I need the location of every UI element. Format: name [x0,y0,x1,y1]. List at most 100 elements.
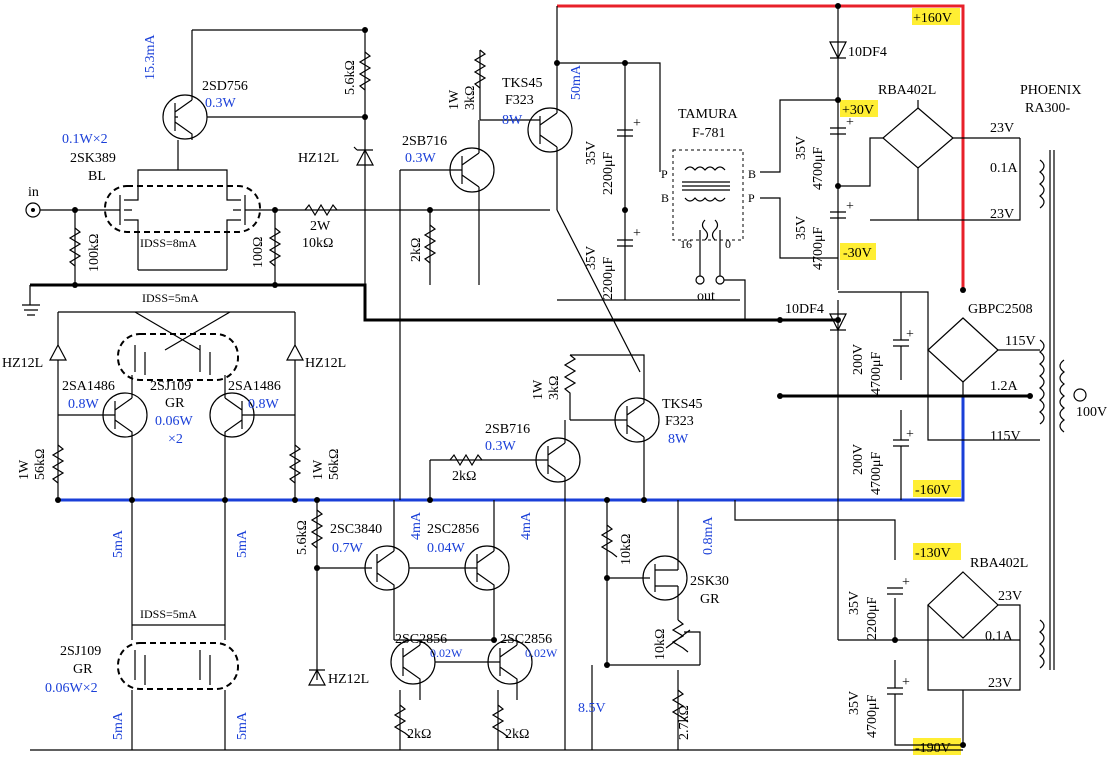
opt-model: F-781 [692,126,725,141]
svg-text:3kΩ: 3kΩ [463,86,478,110]
diode-10df4-top [829,41,847,60]
svg-text:+: + [902,675,910,690]
svg-text:2200μF: 2200μF [601,151,616,195]
svg-text:0.8mA: 0.8mA [701,516,716,555]
q1-current: 15.3mA [143,34,158,80]
svg-text:35V: 35V [847,591,862,615]
jfet-2sj109-envelope [117,333,239,381]
svg-text:4700μF: 4700μF [865,694,880,738]
svg-text:2.7kΩ: 2.7kΩ [677,705,692,740]
svg-text:2W: 2W [310,219,331,234]
svg-text:115V: 115V [990,429,1021,444]
transistor-2sd756 [162,94,208,140]
svg-text:F323: F323 [505,93,534,108]
svg-text:×2: ×2 [168,432,183,447]
svg-text:HZ12L: HZ12L [2,356,43,371]
svg-text:200V: 200V [851,444,866,475]
svg-text:2SB716: 2SB716 [402,134,447,149]
svg-text:0.1A: 0.1A [985,629,1014,644]
svg-text:2SC2856: 2SC2856 [395,632,447,647]
svg-text:+: + [633,116,641,131]
zener-hz12l-left [49,343,67,361]
ground-symbol [22,304,40,316]
transistor-tks45-top [527,107,573,153]
rail-minus-160: -160V [915,483,951,498]
opt-box [672,149,744,241]
svg-text:100Ω: 100Ω [251,237,266,268]
svg-text:1W: 1W [17,459,32,480]
svg-text:8W: 8W [668,432,689,447]
svg-text:35V: 35V [584,141,599,165]
junctions [55,3,1033,748]
rail-minus-130: -130V [915,546,951,561]
svg-text:HZ12L: HZ12L [298,151,339,166]
output-terminal-0[interactable] [715,275,725,285]
svg-text:0.7W: 0.7W [332,541,364,556]
svg-text:4700μF: 4700μF [869,451,884,495]
svg-text:+: + [906,327,914,342]
svg-text:0.02W: 0.02W [430,646,463,660]
jfet1-name: 2SK389 [70,151,116,166]
svg-text:23V: 23V [998,589,1022,604]
svg-text:2kΩ: 2kΩ [452,469,476,484]
svg-text:4mA: 4mA [519,511,534,540]
svg-text:0.06W×2: 0.06W×2 [45,681,98,696]
jfet1-idss: IDSS=8mA [140,236,197,250]
svg-text:5mA: 5mA [111,529,126,558]
svg-text:1.2A: 1.2A [990,379,1019,394]
svg-text:16: 16 [680,237,692,251]
svg-text:10kΩ: 10kΩ [653,629,668,660]
input-label: in [28,185,39,200]
svg-text:56kΩ: 56kΩ [33,449,48,480]
svg-text:B: B [661,191,669,205]
svg-text:56kΩ: 56kΩ [327,449,342,480]
svg-text:4700μF: 4700μF [811,226,826,270]
svg-text:TKS45: TKS45 [662,397,702,412]
svg-text:2200μF: 2200μF [601,256,616,300]
jfet2-idss: IDSS=5mA [142,291,199,305]
svg-text:0.8W: 0.8W [68,397,100,412]
rail-minus-190: -190V [915,741,951,756]
svg-text:+: + [906,427,914,442]
svg-text:23V: 23V [990,121,1014,136]
jfet-2sj109-bottom-envelope [117,642,239,690]
ground-bus [30,283,838,322]
svg-text:GR: GR [165,396,185,411]
svg-text:2SB716: 2SB716 [485,422,530,437]
bridge-3-label: RBA402L [970,556,1028,571]
svg-text:2SA1486: 2SA1486 [62,379,115,394]
cap-2200uf-mid [617,239,633,247]
svg-text:IDSS=5mA: IDSS=5mA [140,607,197,621]
svg-text:0.3W: 0.3W [405,151,437,166]
output-terminal-16[interactable] [695,275,705,285]
svg-text:5.6kΩ: 5.6kΩ [295,520,310,555]
zener-hz12l-bottom [308,668,326,686]
svg-text:HZ12L: HZ12L [328,672,369,687]
svg-text:3kΩ: 3kΩ [547,376,562,400]
svg-text:1W: 1W [311,459,326,480]
svg-text:1W: 1W [531,379,546,400]
jfet1-power: 0.1W×2 [62,132,108,147]
svg-text:2SC2856: 2SC2856 [500,632,552,647]
q1-name: 2SD756 [202,79,248,94]
svg-text:5.6kΩ: 5.6kΩ [343,60,358,95]
pt-primary: 100V [1076,405,1107,420]
resistor-100k [68,227,82,267]
svg-text:2kΩ: 2kΩ [407,727,431,742]
svg-text:TKS45: TKS45 [502,76,542,91]
svg-text:8.5V: 8.5V [578,701,606,716]
svg-text:+: + [633,226,641,241]
svg-text:GR: GR [73,662,93,677]
svg-text:P: P [748,191,755,205]
cap-2200uf-top [617,129,633,137]
svg-text:10kΩ: 10kΩ [302,236,333,251]
svg-text:0.3W: 0.3W [485,439,517,454]
svg-text:2SK30: 2SK30 [690,574,729,589]
bridge-2 [927,317,999,383]
variable-resistor-10k[interactable] [665,619,701,665]
bridge-1-label: RBA402L [878,83,936,98]
svg-text:10DF4: 10DF4 [848,45,887,60]
svg-text:4mA: 4mA [409,511,424,540]
svg-text:5mA: 5mA [235,529,250,558]
